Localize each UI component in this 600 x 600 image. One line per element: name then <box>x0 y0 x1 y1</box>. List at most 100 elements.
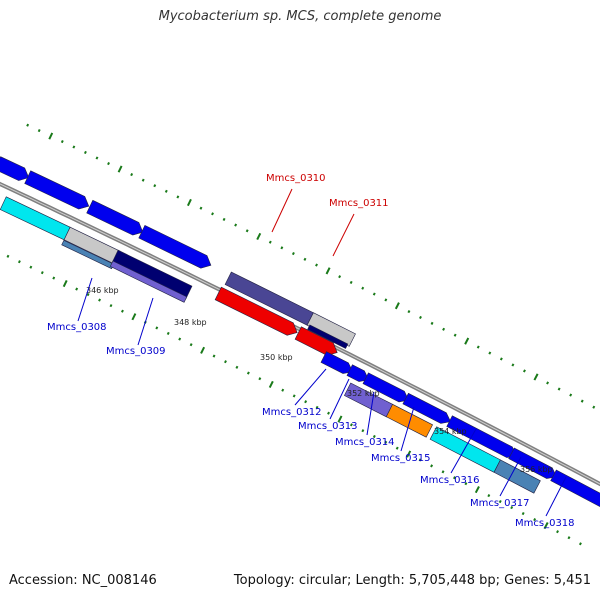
outer-tick <box>592 405 596 409</box>
gene-label-mmcs-0310: Mmcs_0310 <box>266 173 326 184</box>
tick-label: 354 kbp <box>434 427 467 436</box>
feature-block <box>61 239 115 270</box>
outer-tick <box>199 206 203 210</box>
inner-tick <box>281 388 285 392</box>
gene-leader-line <box>137 297 154 346</box>
inner-tick <box>86 293 90 297</box>
gene-leader-line <box>271 188 293 233</box>
inner-tick <box>361 429 365 433</box>
outer-tick <box>95 156 99 160</box>
outer-tick <box>26 123 30 127</box>
outer-tick <box>107 161 110 166</box>
feature-block <box>214 286 298 336</box>
outer-tick <box>222 217 226 221</box>
outer-tick <box>476 345 480 349</box>
inner-tick <box>453 476 456 480</box>
inner-tick <box>17 260 21 264</box>
feature-block <box>109 260 188 303</box>
gene-leader-line <box>366 391 375 436</box>
outer-tick <box>315 263 318 267</box>
outer-tick <box>117 165 123 173</box>
outer-tick <box>256 232 262 241</box>
inner-tick <box>315 405 319 410</box>
inner-tick <box>349 423 353 427</box>
outer-tick <box>60 139 64 144</box>
feature-block <box>307 324 349 349</box>
outer-tick <box>499 357 503 361</box>
tick-label: 348 kbp <box>174 318 207 327</box>
inner-tick <box>567 536 571 540</box>
outer-tick <box>442 327 446 331</box>
inner-tick <box>212 354 216 358</box>
inner-tick <box>178 337 182 341</box>
outer-tick <box>522 369 526 373</box>
outer-tick <box>325 267 331 275</box>
outer-tick <box>72 145 76 149</box>
tick-marks <box>6 123 596 546</box>
gene-leader-line <box>545 476 567 517</box>
tick-label: 350 kbp <box>260 353 293 362</box>
inner-tick <box>337 415 343 423</box>
inner-tick <box>121 309 124 313</box>
feature-block <box>306 312 356 347</box>
inner-tick <box>235 365 239 369</box>
gene-label-mmcs-0312: Mmcs_0312 <box>262 407 322 418</box>
inner-tick <box>98 298 101 302</box>
gene-leader-line <box>499 456 522 497</box>
feature-block <box>138 224 212 269</box>
inner-tick <box>464 482 468 486</box>
inner-tick <box>441 470 445 474</box>
feature-block <box>0 196 71 241</box>
inner-tick <box>430 464 434 468</box>
outer-tick <box>153 184 157 188</box>
inner-tick <box>200 346 206 354</box>
gene-label-mmcs-0316: Mmcs_0316 <box>420 475 480 486</box>
feature-blocks <box>0 156 600 508</box>
outer-tick <box>488 351 492 355</box>
outer-tick <box>511 363 515 367</box>
inner-tick <box>418 458 422 462</box>
accession-text: Accession: NC_008146 <box>9 573 157 588</box>
outer-tick <box>164 189 168 193</box>
outer-tick <box>234 223 238 227</box>
outer-tick <box>245 229 249 233</box>
outer-tick <box>291 252 295 256</box>
inner-tick <box>395 446 399 450</box>
inner-tick <box>155 326 159 330</box>
inner-tick <box>292 394 296 398</box>
genome-summary-text: Topology: circular; Length: 5,705,448 bp… <box>233 573 591 588</box>
inner-tick <box>372 434 376 439</box>
outer-tick <box>303 257 307 261</box>
outer-tick <box>37 129 41 133</box>
tick-label: 356 kbp <box>520 465 553 474</box>
gene-label-mmcs-0314: Mmcs_0314 <box>335 437 395 448</box>
outer-tick <box>176 195 180 199</box>
outer-tick <box>268 240 272 244</box>
feature-block <box>24 170 90 210</box>
outer-tick <box>186 198 192 207</box>
inner-tick <box>498 499 502 504</box>
inner-tick <box>406 450 412 458</box>
inner-tick <box>521 511 525 516</box>
inner-tick <box>327 411 330 415</box>
inner-tick <box>40 271 44 275</box>
inner-tick <box>487 494 491 498</box>
outer-tick <box>372 292 376 296</box>
tick-label: 352 kbp <box>347 389 380 398</box>
outer-tick <box>569 393 573 397</box>
gene-label-mmcs-0308: Mmcs_0308 <box>47 322 107 333</box>
feature-block <box>294 326 338 356</box>
outer-tick <box>557 387 561 391</box>
gene-label-mmcs-0311: Mmcs_0311 <box>329 198 389 209</box>
inner-tick <box>304 400 308 404</box>
gene-label-mmcs-0309: Mmcs_0309 <box>106 346 166 357</box>
outer-tick <box>141 178 145 182</box>
gene-leader-line <box>450 428 477 474</box>
outer-tick <box>349 280 353 285</box>
feature-block <box>86 199 144 236</box>
gene-label-mmcs-0315: Mmcs_0315 <box>371 453 431 464</box>
outer-tick <box>83 150 87 155</box>
inner-tick <box>384 440 388 444</box>
